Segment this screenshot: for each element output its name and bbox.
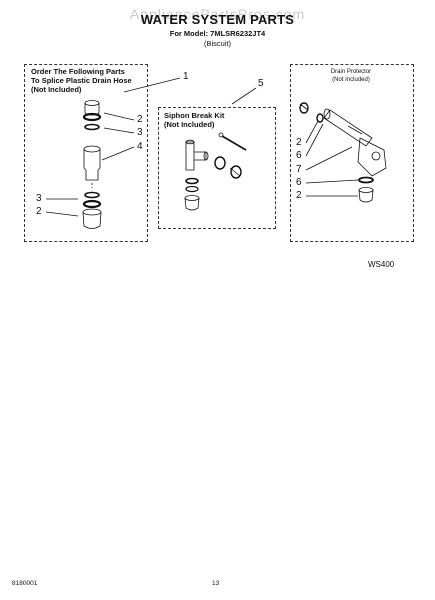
drain-body-ridge xyxy=(347,125,363,135)
callout-5: 5 xyxy=(258,78,264,89)
siphon-ring-2 xyxy=(185,185,199,193)
tee-vertical xyxy=(185,141,195,171)
drain-ring-small xyxy=(316,113,324,123)
leader-4 xyxy=(101,146,135,161)
drain-clamp-small xyxy=(299,102,309,114)
siphon-kit-parts xyxy=(184,132,247,211)
leader-3-upper-left xyxy=(103,127,135,134)
callout-1: 1 xyxy=(183,71,189,82)
splice-parts-box xyxy=(24,64,148,242)
callout-7: 7 xyxy=(296,164,302,175)
page-number: 13 xyxy=(212,580,220,587)
clamp-lower xyxy=(82,199,102,209)
coupling-bottom-body xyxy=(82,211,102,229)
splice-parts xyxy=(82,100,102,229)
splice-parts-label-line-2: To Splice Plastic Drain Hose xyxy=(31,76,132,85)
ring-lower xyxy=(84,191,100,199)
connector-top xyxy=(83,145,101,153)
drain-coupling-body xyxy=(358,189,374,203)
leader-6-lower-drain xyxy=(305,179,359,184)
leader-lines xyxy=(45,77,359,217)
document-number: 8180001 xyxy=(12,580,38,587)
callout-6-upper-drain: 6 xyxy=(296,150,302,161)
leader-7 xyxy=(305,146,353,171)
drain-protector-box xyxy=(290,64,414,242)
watermark: AppliancePartsPros.com xyxy=(129,6,306,22)
callout-3-upper-left: 3 xyxy=(137,127,143,138)
coupling-top xyxy=(84,100,100,106)
siphon-nut-link xyxy=(229,167,241,177)
splice-parts-label-line-3: (Not Included) xyxy=(31,85,82,94)
callout-2-lower-left: 2 xyxy=(36,206,42,217)
connector-body xyxy=(83,149,101,181)
leader-5 xyxy=(231,87,257,105)
clamp-upper xyxy=(82,112,102,122)
callout-4: 4 xyxy=(137,141,143,152)
drain-label-line-2: (Not Included) xyxy=(332,77,370,83)
siphon-label-line-1: Siphon Break Kit xyxy=(164,111,225,120)
siphon-pin-head xyxy=(218,132,224,138)
drain-label-line-1: Drain Protector xyxy=(330,69,372,75)
siphon-pin xyxy=(221,135,247,151)
callout-2-upper-drain: 2 xyxy=(296,137,302,148)
callout-2-upper-left: 2 xyxy=(137,114,143,125)
drain-body xyxy=(357,137,387,177)
ws-code: WS400 xyxy=(368,260,395,269)
siphon-coupling-top xyxy=(184,195,200,201)
leader-2-upper-left xyxy=(103,112,135,121)
tee-branch xyxy=(194,151,207,161)
drain-tube xyxy=(323,109,373,147)
drain-protector-parts xyxy=(299,102,387,203)
page-title: WATER SYSTEM PARTS xyxy=(140,12,295,27)
siphon-ring xyxy=(185,177,199,185)
drain-clamp-band xyxy=(299,103,309,111)
drain-ring-lower xyxy=(358,176,374,184)
leader-2-upper-drain xyxy=(305,120,319,144)
drain-tube-end xyxy=(323,108,331,120)
siphon-coupling-body xyxy=(184,197,200,211)
siphon-label-line-2: (Not Included) xyxy=(164,120,215,129)
drain-protector-label: Drain Protector (Not Included) xyxy=(292,68,410,84)
model-line: For Model: 7MLSR6232JT4 xyxy=(169,29,266,38)
callout-2-lower-drain: 2 xyxy=(296,190,302,201)
tee-top xyxy=(185,139,195,145)
drain-coupling-top xyxy=(358,187,374,193)
siphon-nut-2 xyxy=(230,165,242,179)
ring-upper xyxy=(84,123,100,131)
drain-body-knob xyxy=(371,151,381,161)
siphon-break-kit-label: Siphon Break Kit (Not Included) xyxy=(164,111,224,129)
leader-1 xyxy=(123,77,181,93)
callout-3-lower-left: 3 xyxy=(36,193,42,204)
coupling-bottom-top xyxy=(82,208,102,216)
color-line: (Biscuit) xyxy=(203,39,232,48)
callout-6-lower-drain: 6 xyxy=(296,177,302,188)
tee-branch-end xyxy=(203,151,209,161)
leader-6-upper-drain xyxy=(305,123,324,157)
leader-2-lower-left xyxy=(45,211,79,217)
splice-parts-label: Order The Following Parts To Splice Plas… xyxy=(31,67,132,94)
siphon-nut-1 xyxy=(214,156,226,170)
splice-parts-label-line-1: Order The Following Parts xyxy=(31,67,125,76)
siphon-break-kit-box xyxy=(158,107,276,229)
